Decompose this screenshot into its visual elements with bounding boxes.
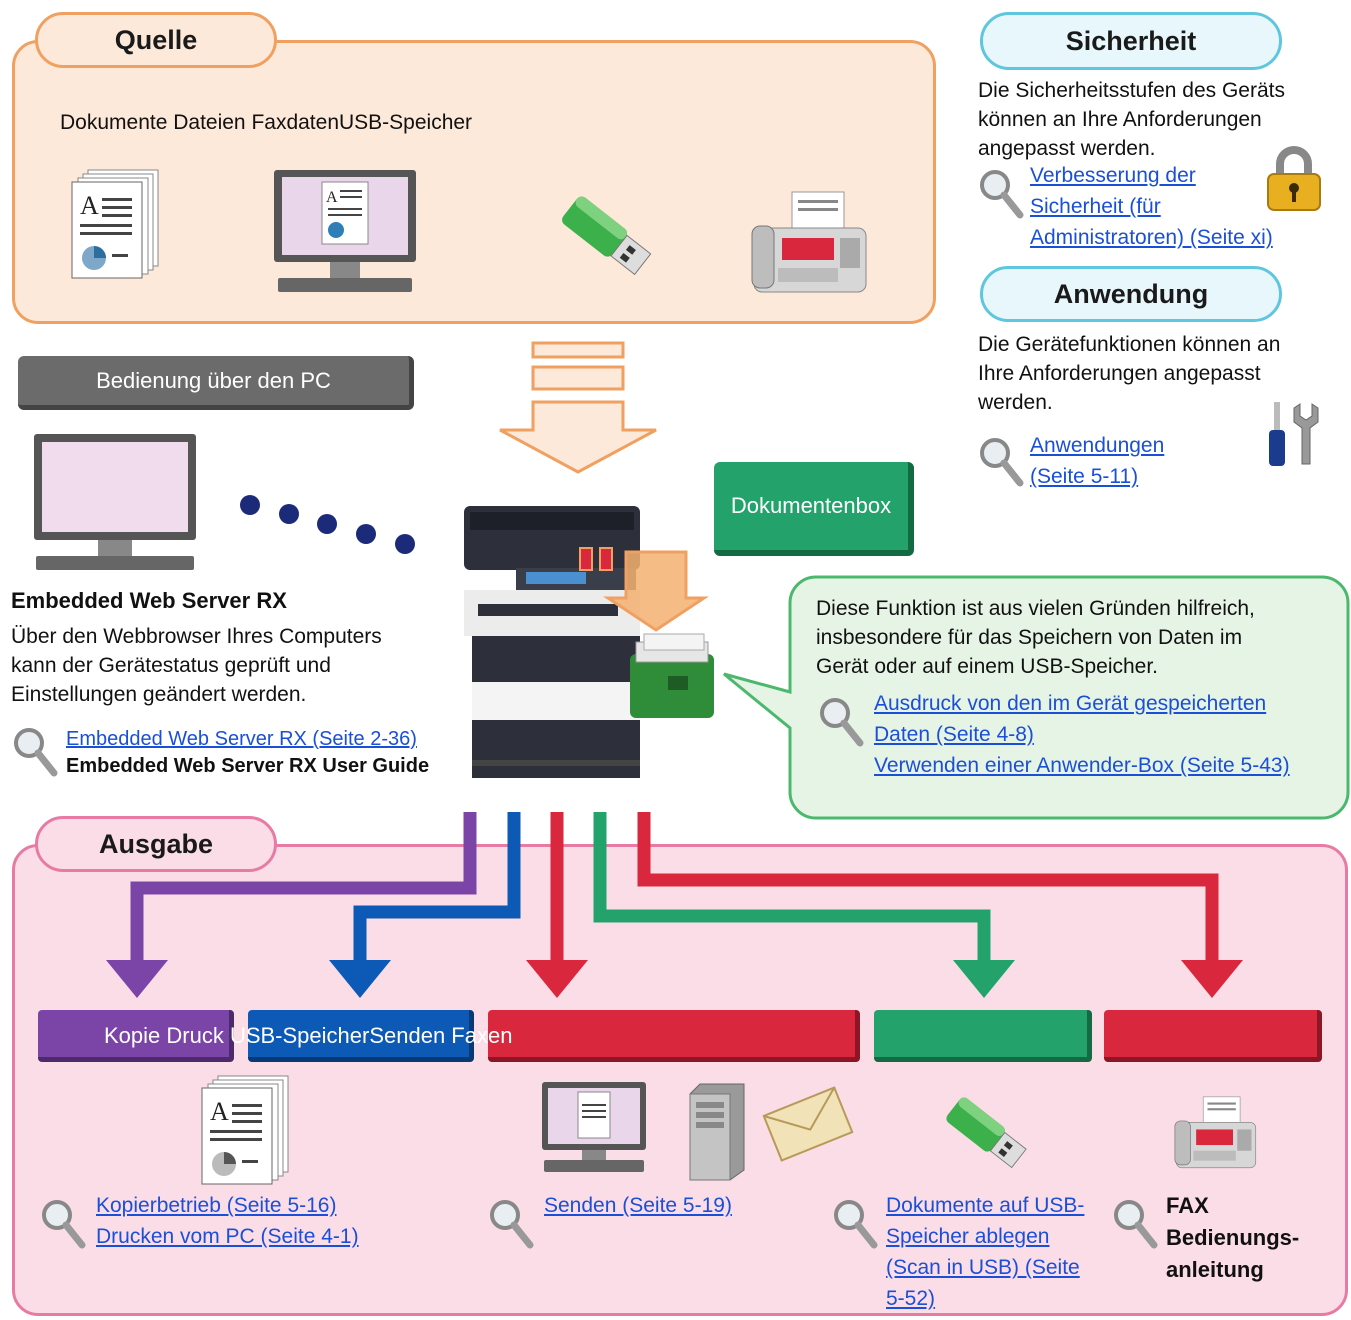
tools-icon (1269, 402, 1319, 466)
send-bar (488, 1010, 860, 1062)
svg-text:A: A (80, 191, 99, 220)
monitor-icon (542, 1082, 646, 1172)
server-tower-icon (689, 1083, 745, 1181)
envelope-icon (762, 1086, 854, 1162)
usb-store-link[interactable]: Dokumente auf USB- Speicher ablegen (Sca… (886, 1194, 1085, 1310)
document-box-label: Dokumentenbox (714, 462, 914, 556)
magnifier-icon (820, 698, 864, 747)
connection-dots (240, 495, 415, 554)
output-flow-arrows (106, 812, 1243, 998)
security-title: Sicherheit (980, 12, 1282, 70)
magnifier-icon (14, 728, 58, 777)
fax-guide: FAX Bedienungs- anleitung (1166, 1193, 1300, 1282)
security-link[interactable]: Verbesserung der Sicherheit (für Adminis… (1030, 164, 1273, 249)
ews-heading: Embedded Web Server RX (11, 588, 287, 613)
ews-link[interactable]: Embedded Web Server RX (Seite 2-36) (66, 728, 417, 750)
send-link[interactable]: Senden (Seite 5-19) (544, 1194, 732, 1217)
document-stack-icon: A (71, 169, 159, 279)
magnifier-icon (980, 438, 1024, 487)
svg-text:A: A (210, 1097, 229, 1126)
magnifier-icon (42, 1200, 86, 1249)
monitor-icon: A (274, 170, 416, 292)
source-items-text: Dokumente Dateien FaxdatenUSB-Speicher (60, 111, 473, 134)
magnifier-icon (834, 1200, 878, 1249)
application-description: Die Gerätefunktionen können an Ihre Anfo… (978, 333, 1281, 414)
usb-bar (248, 1010, 474, 1062)
fax-machine-icon (1174, 1096, 1257, 1169)
ews-guide: Embedded Web Server RX User Guide (66, 755, 430, 777)
pc-operation-label: Bedienung über den PC (18, 356, 414, 410)
document-box-callout (723, 575, 1350, 820)
output-bar-label: Kopie Druck USB-SpeicherSenden Faxen (104, 1023, 513, 1048)
fax-bar (1104, 1010, 1322, 1062)
application-link[interactable]: Anwendungen (Seite 5-11) (1030, 434, 1165, 488)
monitor-icon (34, 434, 196, 570)
usb-stick-icon (946, 1097, 1027, 1169)
magnifier-icon (1114, 1200, 1158, 1249)
ews-description: Über den Webbrowser Ihres Computers kann… (11, 625, 382, 706)
magnifier-icon (980, 170, 1024, 219)
document-stack-icon: A (201, 1075, 289, 1185)
copy-print-bar (38, 1010, 234, 1062)
fax-machine-icon (751, 191, 867, 293)
output-title: Ausgabe (35, 816, 277, 872)
usb-store-bar (874, 1010, 1092, 1062)
document-box-links[interactable]: Ausdruck von den im Gerät gespeicherten … (874, 692, 1290, 777)
source-title: Quelle (35, 12, 277, 68)
input-flow-arrow (499, 341, 657, 474)
magnifier-icon (490, 1200, 534, 1249)
copy-print-links[interactable]: Kopierbetrieb (Seite 5-16) Drucken vom P… (96, 1194, 359, 1248)
document-box-description: Diese Funktion ist aus vielen Gründen hi… (816, 597, 1255, 678)
mfp-printer-icon (464, 506, 714, 778)
padlock-icon (1267, 146, 1321, 211)
security-description: Die Sicherheitsstufen des Geräts können … (978, 79, 1285, 160)
usb-stick-icon (562, 196, 652, 276)
application-title: Anwendung (980, 266, 1282, 322)
svg-text:A: A (326, 189, 338, 206)
